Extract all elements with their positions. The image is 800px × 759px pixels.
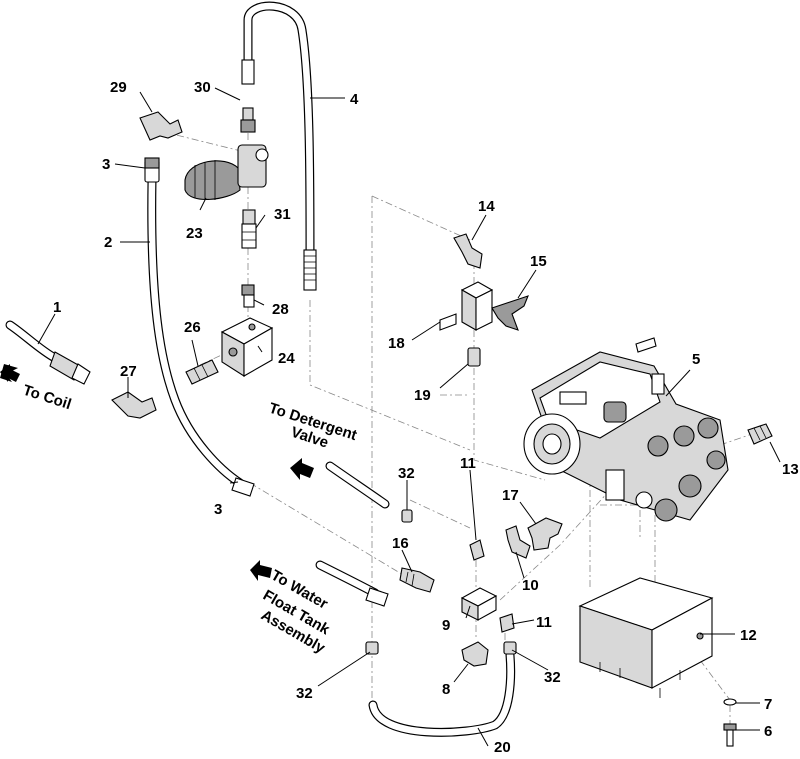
nipple-26 — [185, 359, 219, 385]
fitting-11-a — [469, 539, 485, 561]
callout-16: 16 — [392, 535, 409, 552]
elbow-8 — [461, 641, 489, 667]
hose-1 — [5, 320, 91, 385]
elbow-16 — [399, 567, 435, 593]
callout-14: 14 — [478, 198, 495, 215]
bracket-12 — [578, 577, 714, 698]
elbow-27 — [111, 391, 157, 419]
callout-4: 4 — [350, 91, 359, 108]
callout-19: 19 — [414, 387, 431, 404]
callout-18: 18 — [388, 335, 405, 352]
callout-28: 28 — [272, 301, 289, 318]
hose-2 — [144, 159, 255, 497]
callout-26: 26 — [184, 319, 201, 336]
fitting-31 — [241, 209, 257, 249]
elbow-14 — [453, 233, 483, 269]
callout-17: 17 — [502, 487, 519, 504]
callout-2: 2 — [104, 234, 112, 251]
fitting-32-a — [401, 509, 413, 523]
tee-9 — [460, 587, 498, 621]
callout-11-a: 11 — [460, 455, 476, 472]
pump-5 — [523, 351, 729, 522]
callout-3-bottom: 3 — [214, 501, 222, 518]
callout-8: 8 — [442, 681, 450, 698]
callout-24: 24 — [278, 350, 295, 367]
gasket-18 — [439, 313, 457, 331]
fitting-32-b — [365, 641, 379, 655]
fitting-19 — [467, 347, 481, 367]
hose-water — [315, 560, 389, 607]
callout-3-top: 3 — [102, 156, 110, 173]
callout-1: 1 — [53, 299, 61, 316]
hose-detergent — [325, 461, 390, 509]
elbow-29 — [139, 111, 183, 141]
callout-23: 23 — [186, 225, 203, 242]
arrow-to-coil — [0, 364, 20, 382]
callout-6: 6 — [764, 723, 772, 740]
callout-27: 27 — [120, 363, 137, 380]
fitting-11-b — [499, 613, 515, 633]
callout-31: 31 — [274, 206, 291, 223]
key-tag — [635, 337, 657, 353]
callout-32-c: 32 — [544, 669, 561, 686]
hose-20 — [368, 650, 516, 737]
valve-15 — [460, 281, 529, 331]
leader-lines — [37, 87, 781, 747]
elbow-10 — [505, 525, 531, 559]
fitting-32-c — [503, 641, 517, 655]
callout-12: 12 — [740, 627, 757, 644]
callout-30: 30 — [194, 79, 211, 96]
callout-7: 7 — [764, 696, 772, 713]
callouts: 1 2 3 3 4 5 6 7 8 9 10 11 11 12 13 14 15… — [53, 79, 799, 756]
block-24 — [220, 317, 274, 378]
hose-4 — [241, 1, 317, 291]
fitting-30 — [240, 107, 256, 133]
callout-29: 29 — [110, 79, 127, 96]
fitting-13 — [747, 423, 773, 445]
nipple-28 — [241, 284, 255, 308]
callout-10: 10 — [522, 577, 539, 594]
callout-15: 15 — [530, 253, 547, 270]
callout-32-b: 32 — [296, 685, 313, 702]
arrow-to-water — [250, 560, 272, 581]
unloader-23 — [184, 144, 269, 201]
callout-13: 13 — [782, 461, 799, 478]
callout-9: 9 — [442, 617, 450, 634]
arrow-to-detergent — [290, 458, 314, 480]
washer-7 — [723, 698, 737, 706]
callout-5: 5 — [692, 351, 700, 368]
callout-32-a: 32 — [398, 465, 415, 482]
bolt-6 — [723, 723, 737, 747]
callout-11-b: 11 — [536, 614, 552, 631]
callout-20: 20 — [494, 739, 511, 756]
tee-17 — [527, 517, 563, 551]
note-to-coil: To Coil — [21, 382, 74, 414]
fitting-3-top — [144, 157, 160, 169]
